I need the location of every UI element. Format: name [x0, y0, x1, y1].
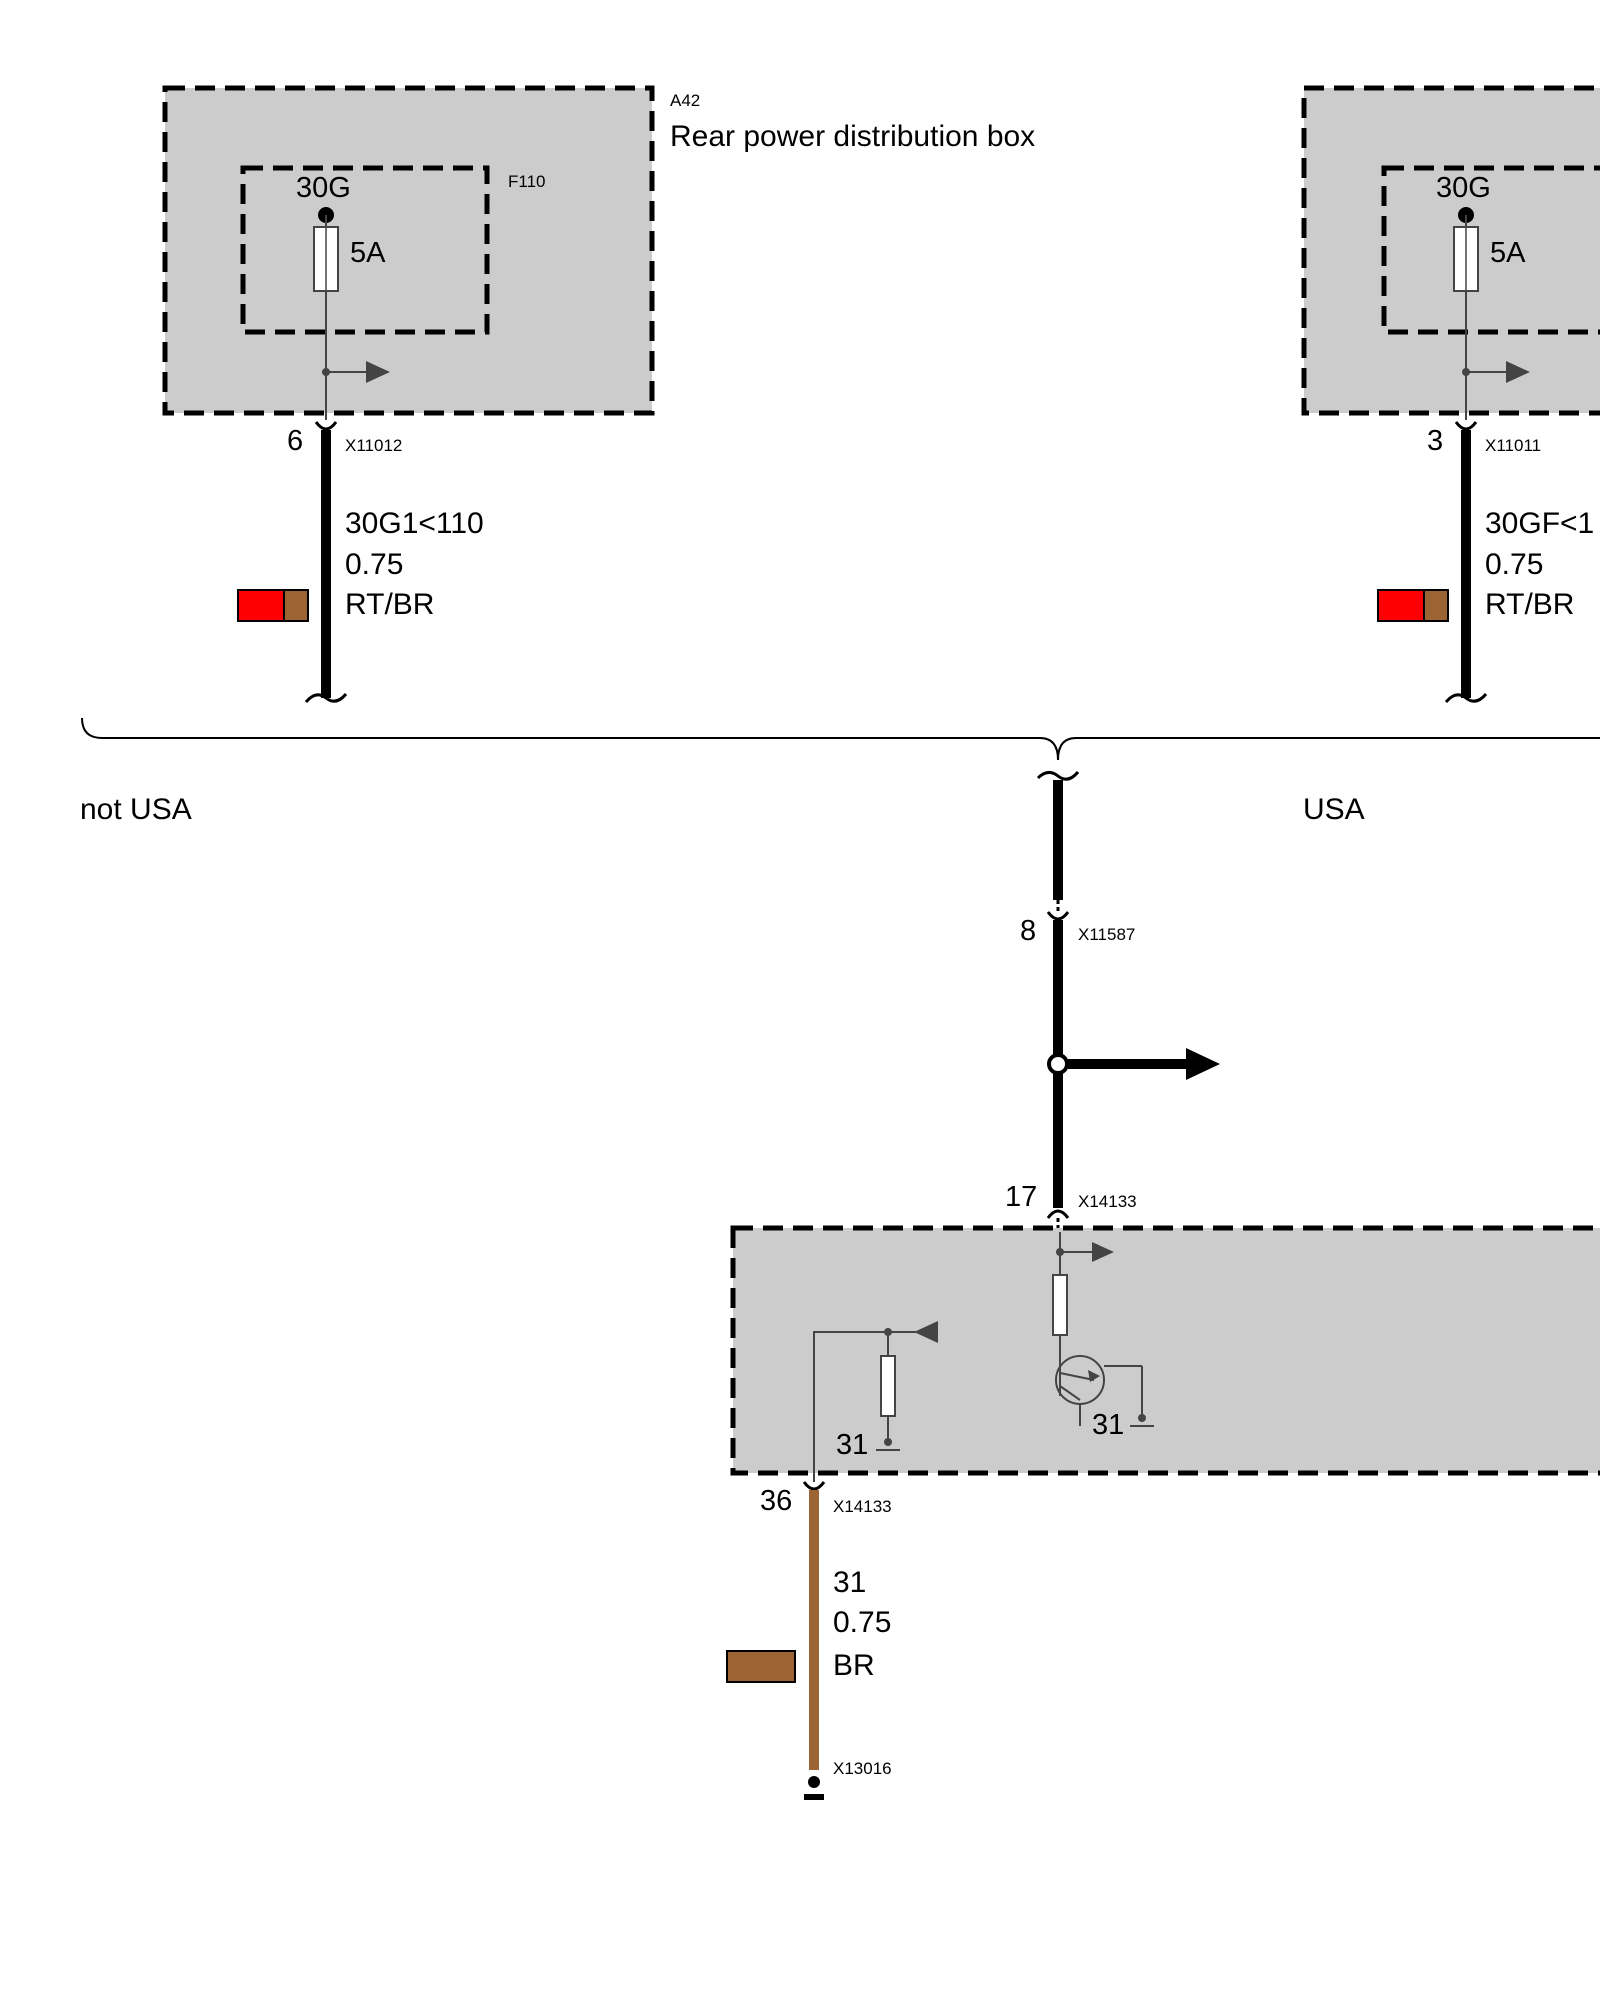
wire-ground: 36 X14133 31 0.75 BR X13016: [726, 1470, 892, 1800]
connector-icon: [802, 1481, 826, 1491]
gauge-label: 0.75: [1485, 548, 1543, 581]
arrow-icon: [1060, 1242, 1114, 1262]
resistor-icon: [1052, 1274, 1068, 1336]
connector-label: X11012: [345, 436, 402, 455]
pin-label: 36: [760, 1485, 792, 1517]
internal-wire: [813, 1331, 888, 1480]
splice-dot: [1047, 1053, 1069, 1075]
fuse-box: [1381, 165, 1600, 335]
terminal-label: 30G: [296, 172, 351, 204]
arrow-icon: [1466, 361, 1530, 383]
module-right: 30G 5A: [1301, 85, 1600, 420]
ground-label: 31: [836, 1429, 868, 1461]
ground-icon: [1130, 1414, 1154, 1427]
module-rear-power-distribution-box: A42 Rear power distribution box F110 30G…: [162, 85, 1035, 420]
connector-icon: [1046, 911, 1070, 921]
wire-break-icon: [304, 693, 348, 703]
connector-icon: [1454, 421, 1478, 431]
terminal-label: 30G: [1436, 172, 1491, 204]
variant-brace: [81, 717, 1600, 761]
ground-icon: [876, 1438, 900, 1451]
connector-icon: [1046, 1209, 1070, 1219]
fuse-ref-label: F110: [508, 172, 546, 191]
wire-center: 8 X11587 17 X14133: [1005, 771, 1220, 1232]
wire-left: 6 X11012 30G1<110 0.75 RT/BR: [237, 421, 484, 703]
pin-label: 3: [1427, 425, 1443, 457]
wire-break-icon: [1444, 693, 1488, 703]
wire-break-icon: [1036, 771, 1080, 781]
connector-label: X11587: [1078, 925, 1135, 944]
pin-label: 8: [1020, 915, 1036, 947]
ground-icon: [804, 1776, 824, 1800]
variant-label-not-usa: not USA: [80, 793, 192, 826]
module-box: [162, 85, 655, 416]
wire-color-swatch: [237, 589, 309, 622]
connector-label: X11011: [1485, 436, 1541, 455]
ground-label: 31: [1092, 1409, 1124, 1441]
ground-connector-label: X13016: [833, 1759, 892, 1778]
connector-icon: [314, 421, 338, 431]
color-code-label: RT/BR: [1485, 588, 1574, 621]
color-code-label: BR: [833, 1649, 875, 1682]
module-bottom: 31 31: [730, 1225, 1600, 1480]
module-box: [1301, 85, 1600, 416]
fuse-rating-label: 5A: [350, 237, 386, 269]
fuse-icon: [1453, 215, 1479, 292]
arrow-icon: [326, 361, 390, 383]
wire-color-swatch: [726, 1650, 796, 1683]
module-ref-label: A42: [670, 91, 700, 110]
resistor-icon: [880, 1355, 896, 1417]
gauge-label: 0.75: [345, 548, 403, 581]
color-code-label: RT/BR: [345, 588, 434, 621]
pin-label: 6: [287, 425, 303, 457]
module-box: [730, 1225, 1600, 1476]
connector-label: X14133: [1078, 1192, 1137, 1211]
pin-label: 17: [1005, 1181, 1037, 1213]
fuse-rating-label: 5A: [1490, 237, 1526, 269]
module-name-label: Rear power distribution box: [670, 120, 1035, 153]
connector-label: X14133: [833, 1497, 892, 1516]
signal-label: 30G1<110: [345, 507, 484, 540]
fuse-box: [240, 165, 490, 335]
wire-right: 3 X11011 30GF<1 0.75 RT/BR: [1377, 421, 1594, 703]
fuse-icon: [313, 215, 339, 292]
signal-label: 30GF<1: [1485, 507, 1594, 540]
variant-label-usa: USA: [1303, 793, 1365, 826]
arrow-icon: [888, 1321, 938, 1343]
transistor-icon: [1055, 1355, 1143, 1426]
wire-color-swatch: [1377, 589, 1449, 622]
arrow-icon: [1068, 1048, 1220, 1080]
gauge-label: 0.75: [833, 1606, 891, 1639]
signal-label: 31: [833, 1566, 866, 1599]
